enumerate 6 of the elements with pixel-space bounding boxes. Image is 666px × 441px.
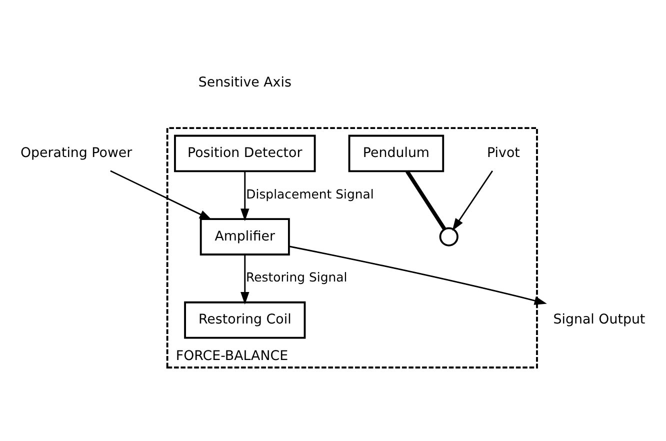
node-text: Pivot <box>487 146 520 162</box>
node-text: Signal Output <box>553 312 646 328</box>
node-text: Operating Power <box>20 146 132 162</box>
edge-label: Displacement Signal <box>246 186 374 202</box>
edge-label: Restoring Signal <box>246 270 348 285</box>
label: Sensitive Axis <box>198 76 292 91</box>
